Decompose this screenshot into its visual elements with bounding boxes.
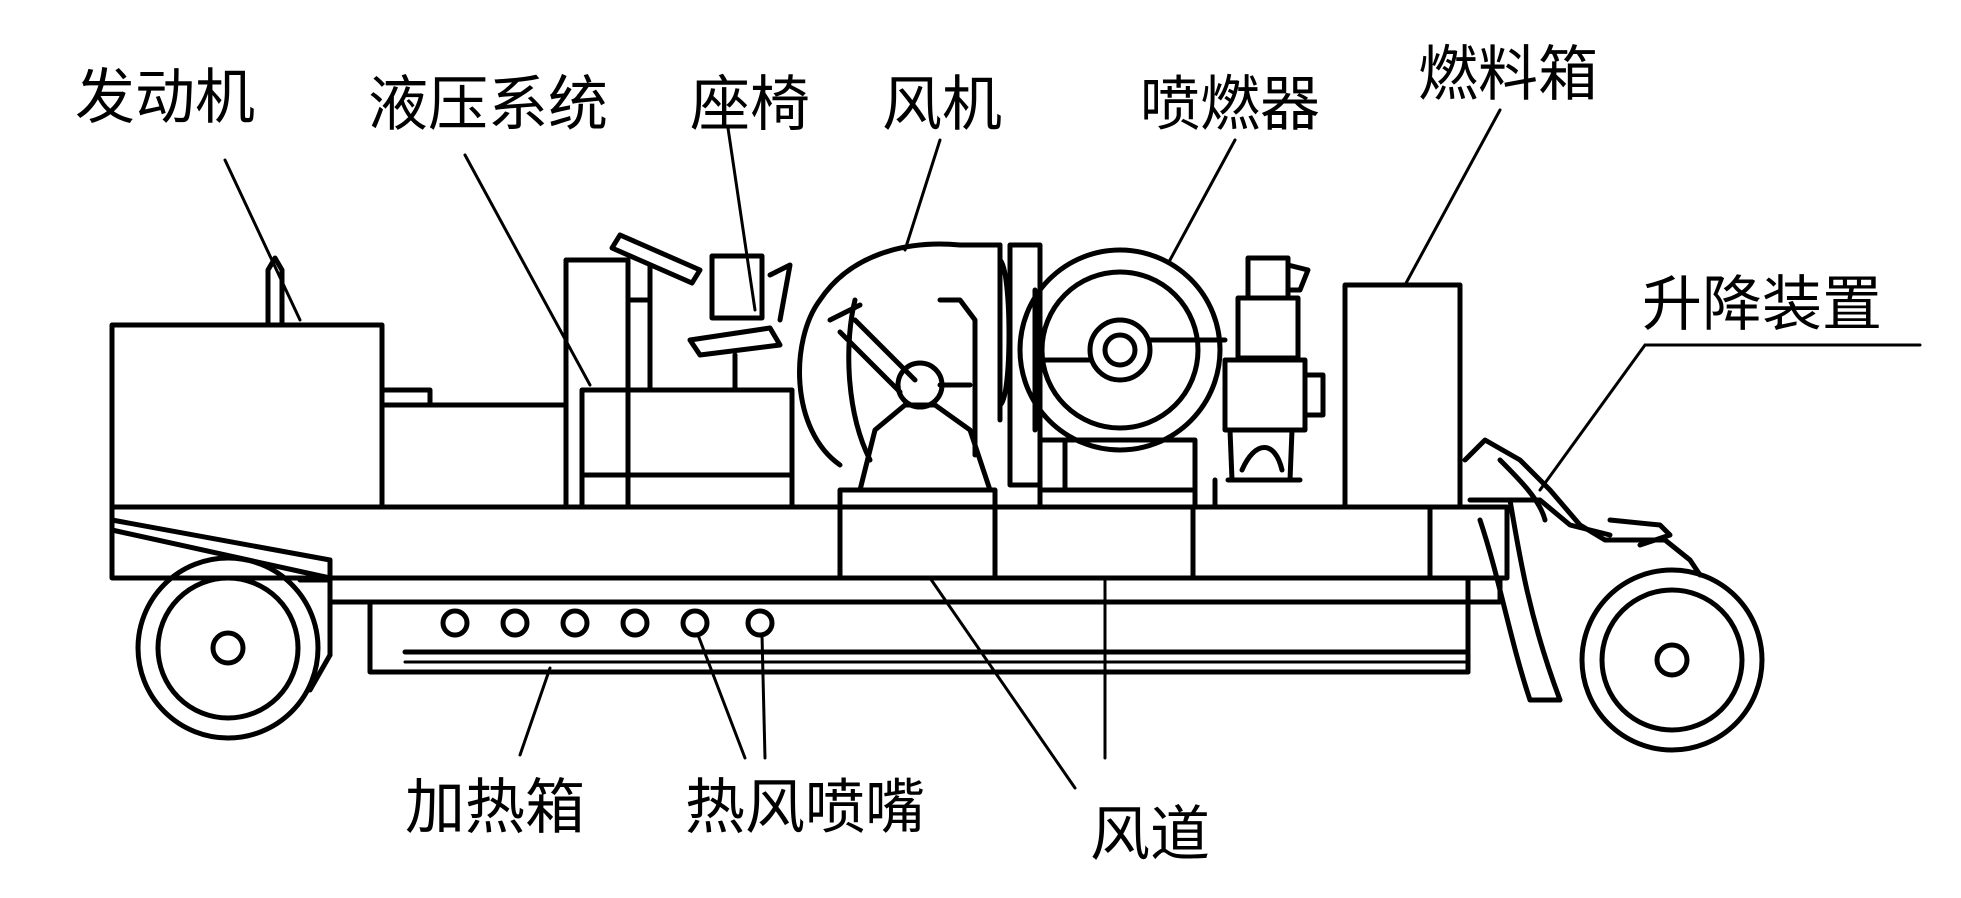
front-wheel	[135, 555, 333, 741]
label-lifting-device: 升降装置	[1642, 270, 1882, 340]
seat	[687, 253, 793, 393]
leader-lifting	[1538, 343, 1922, 492]
leader-engine	[223, 158, 302, 322]
label-hydraulic-system: 液压系统	[368, 70, 608, 140]
hot-air-nozzles	[440, 608, 775, 638]
label-heating-box: 加热箱	[405, 773, 585, 843]
leader-lines	[223, 108, 1922, 790]
heating-box	[367, 575, 1471, 675]
label-hot-air-nozzles: 热风喷嘴	[685, 773, 925, 843]
leader-hydraulic	[463, 153, 592, 387]
leader-nozzle-1	[696, 633, 747, 760]
lifting-device	[1462, 437, 1703, 703]
leader-seat	[726, 126, 757, 312]
label-fuel-tank: 燃料箱	[1418, 40, 1598, 110]
labels: 发动机 液压系统 座椅 风机 喷燃器 燃料箱 升降装置 加热箱 热风喷嘴 风道	[75, 40, 1882, 870]
leader-duct-1	[928, 576, 1077, 790]
pump-unit	[1212, 255, 1326, 510]
leader-burner	[1168, 138, 1237, 262]
engine	[109, 255, 569, 510]
leader-fuel-tank	[1403, 108, 1502, 287]
fuel-tank	[1342, 282, 1463, 510]
label-engine: 发动机	[75, 63, 255, 133]
leader-nozzle-2	[760, 633, 767, 760]
label-fan: 风机	[882, 70, 1002, 140]
rear-wheel	[1579, 567, 1765, 753]
label-burner: 喷燃器	[1140, 70, 1320, 140]
leader-heating-box	[518, 666, 552, 757]
label-seat: 座椅	[690, 70, 810, 140]
fan	[797, 241, 1012, 510]
burner	[1007, 242, 1228, 510]
leader-fan	[903, 138, 942, 252]
hydraulic-system	[563, 232, 795, 510]
label-air-duct: 风道	[1090, 800, 1210, 870]
